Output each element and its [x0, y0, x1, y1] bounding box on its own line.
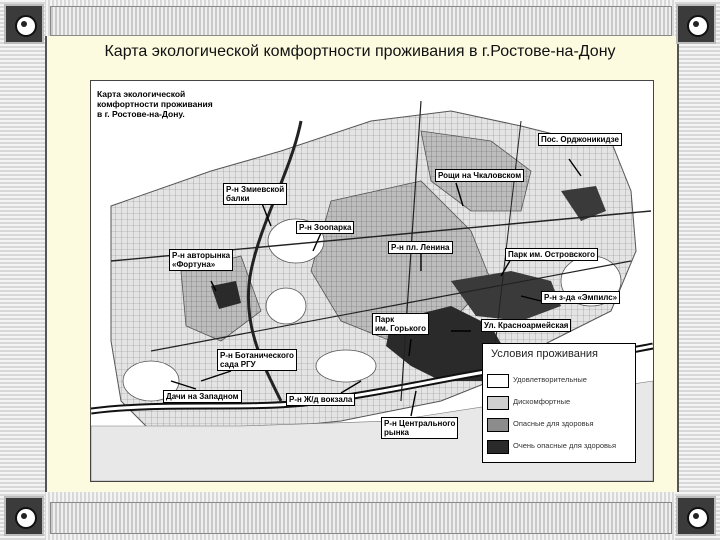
legend-swatch [487, 440, 509, 454]
label-empils: Р-н з-да «Эмпилс» [541, 291, 621, 304]
label-krasnoarmeyskaya: Ул. Красноармейская [481, 319, 572, 332]
label-lenina: Р-н пл. Ленина [388, 241, 453, 254]
city-map: Карта экологической комфортности прожива… [90, 80, 654, 482]
corner-ornament-icon [676, 496, 716, 536]
label-dachi: Дачи на Западном [163, 390, 242, 403]
legend-title: Условия проживания [491, 348, 598, 360]
corner-ornament-icon [4, 4, 44, 44]
frame-right-band [675, 0, 720, 540]
legend-swatch [487, 374, 509, 388]
legend-item: Дискомфортные [487, 394, 635, 412]
label-rynok: Р-н Центрального рынка [381, 417, 459, 439]
label-roshchi: Рощи на Чкаловском [435, 169, 525, 182]
label-zoopark: Р-н Зоопарка [296, 221, 355, 234]
legend-item: Опасные для здоровья [487, 416, 635, 434]
label-ostrovskogo: Парк им. Островского [505, 248, 599, 261]
label-fortuna: Р-н авторынка «Фортуна» [169, 249, 234, 271]
frame-left-band [0, 0, 45, 540]
label-botsad: Р-н Ботанического сада РГУ [217, 349, 297, 371]
legend-item: Очень опасные для здоровья [487, 438, 635, 456]
label-ordzhonikidze: Пос. Орджоникидзе [538, 133, 622, 146]
map-legend: Условия проживания Удовлетворительные Ди… [482, 343, 636, 463]
decorative-bottom-bar [50, 502, 672, 534]
legend-item: Удовлетворительные [487, 372, 635, 390]
label-gorkogo: Парк им. Горького [372, 313, 430, 335]
corner-ornament-icon [676, 4, 716, 44]
slide-title: Карта экологической комфортности прожива… [104, 43, 616, 60]
label-zmievskaya: Р-н Змиевской балки [223, 183, 288, 205]
label-vokzal: Р-н Ж/д вокзала [286, 393, 356, 406]
legend-swatch [487, 418, 509, 432]
map-caption: Карта экологической комфортности прожива… [97, 89, 213, 119]
legend-swatch [487, 396, 509, 410]
corner-ornament-icon [4, 496, 44, 536]
decorative-top-bar [50, 6, 672, 36]
